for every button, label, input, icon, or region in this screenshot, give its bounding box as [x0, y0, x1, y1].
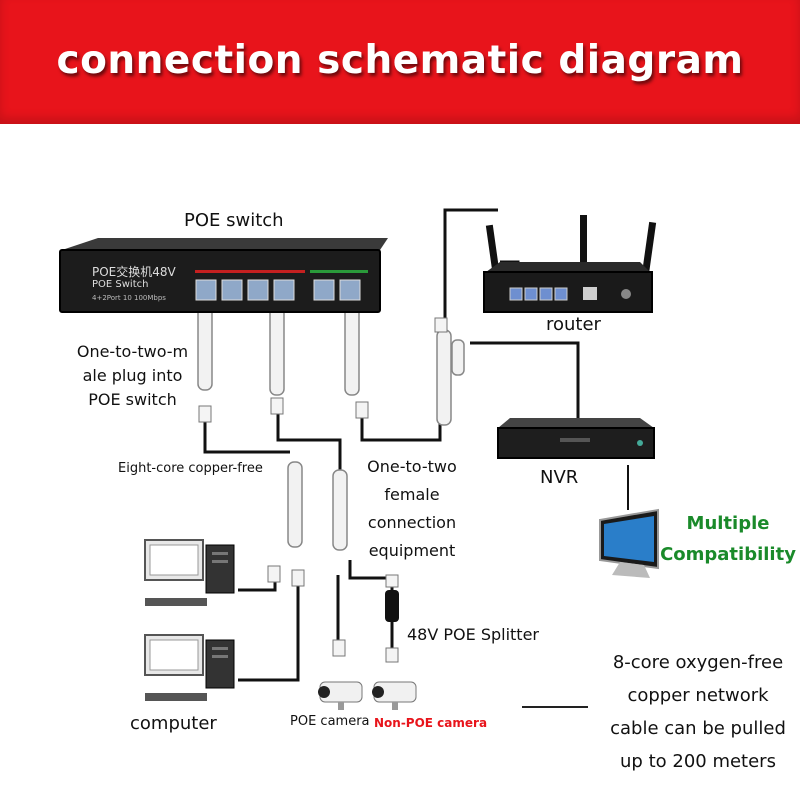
splitter-switch-2 — [269, 299, 285, 396]
multiple-compatibility-label: Multiple Compatibility — [656, 513, 800, 565]
one-to-two-male-label: One-to-two-m ale plug into POE switch — [70, 342, 195, 409]
cable-note-line-3: cable can be pulled — [610, 718, 786, 739]
poe-camera-device — [318, 681, 363, 710]
computer2-cable — [238, 582, 300, 682]
non-poe-camera-label: Non-POE camera — [374, 716, 488, 730]
non-poe-camera-device — [372, 681, 417, 710]
poe-switch-label: POE switch — [184, 210, 284, 231]
router-left-cable — [443, 208, 498, 325]
rj45-connectors — [198, 317, 585, 657]
rj45-3 — [355, 401, 369, 419]
computer-1 — [144, 539, 235, 606]
rj45-2 — [270, 397, 284, 415]
page-title: connection schematic diagram — [56, 38, 744, 83]
splitter-router-2 — [451, 339, 465, 376]
switch-face-text-3: 4+2Port 10 100Mbps — [92, 294, 166, 302]
poe-splitter-label: 48V POE Splitter — [407, 625, 539, 644]
switch-face-text-2: POE Switch — [92, 279, 149, 290]
title-banner: connection schematic diagram — [0, 0, 800, 124]
eight-core-label: Eight-core copper-free — [118, 461, 263, 476]
antenna-mid — [580, 215, 587, 275]
multiple-compat-line-1: Multiple — [686, 513, 770, 534]
switch-right-cable — [360, 392, 442, 442]
switch-left-cable — [203, 420, 290, 454]
one-to-two-female-line-3: connection — [367, 513, 457, 532]
cable-note-line-2: copper network — [627, 685, 769, 706]
rj45-6 — [267, 565, 281, 583]
computer-2 — [144, 634, 235, 701]
cable-splitters — [197, 299, 465, 551]
splitter-router-1 — [436, 329, 452, 426]
rj45-4 — [434, 317, 448, 333]
switch-face-text-1: POE交换机48V — [92, 265, 176, 279]
one-to-two-male-line-1: One-to-two-m — [76, 342, 189, 361]
one-to-two-female-line-1: One-to-two — [367, 457, 457, 476]
cable-note-line-4: up to 200 meters — [620, 751, 776, 772]
one-to-two-female-line-4: equipment — [368, 541, 456, 560]
one-to-two-male-line-3: POE switch — [88, 390, 177, 409]
poe-camera-label: POE camera — [290, 714, 370, 729]
splitter-to-nvr-cable — [470, 341, 580, 430]
one-to-two-female-line-2: female — [384, 485, 440, 504]
rj45-9 — [385, 574, 399, 588]
nvr-device — [497, 418, 655, 459]
cable-note-line-1: 8-core oxygen-free — [612, 652, 784, 673]
cable-note-label: 8-core oxygen-free copper network cable … — [596, 652, 800, 772]
splitter-bottom-2 — [332, 469, 348, 551]
poe-switch-device — [59, 238, 388, 313]
router-label: router — [546, 314, 601, 335]
one-to-two-female-label: One-to-two female connection equipment — [356, 457, 468, 560]
nvr-label: NVR — [540, 467, 579, 488]
rj45-7 — [291, 569, 305, 587]
multiple-compat-line-2: Compatibility — [660, 544, 796, 565]
poe-splitter-device — [385, 590, 399, 663]
one-to-two-male-line-2: ale plug into — [82, 366, 183, 385]
router-device — [483, 215, 657, 313]
monitor-device — [599, 508, 659, 578]
rj45-8 — [332, 639, 346, 657]
splitter-switch-1 — [197, 299, 213, 391]
computer-label: computer — [130, 713, 217, 734]
splitter-switch-3 — [344, 299, 360, 396]
cable-legend-line — [522, 706, 588, 708]
rj45-1 — [198, 405, 212, 423]
splitter-bottom-1 — [287, 461, 303, 548]
